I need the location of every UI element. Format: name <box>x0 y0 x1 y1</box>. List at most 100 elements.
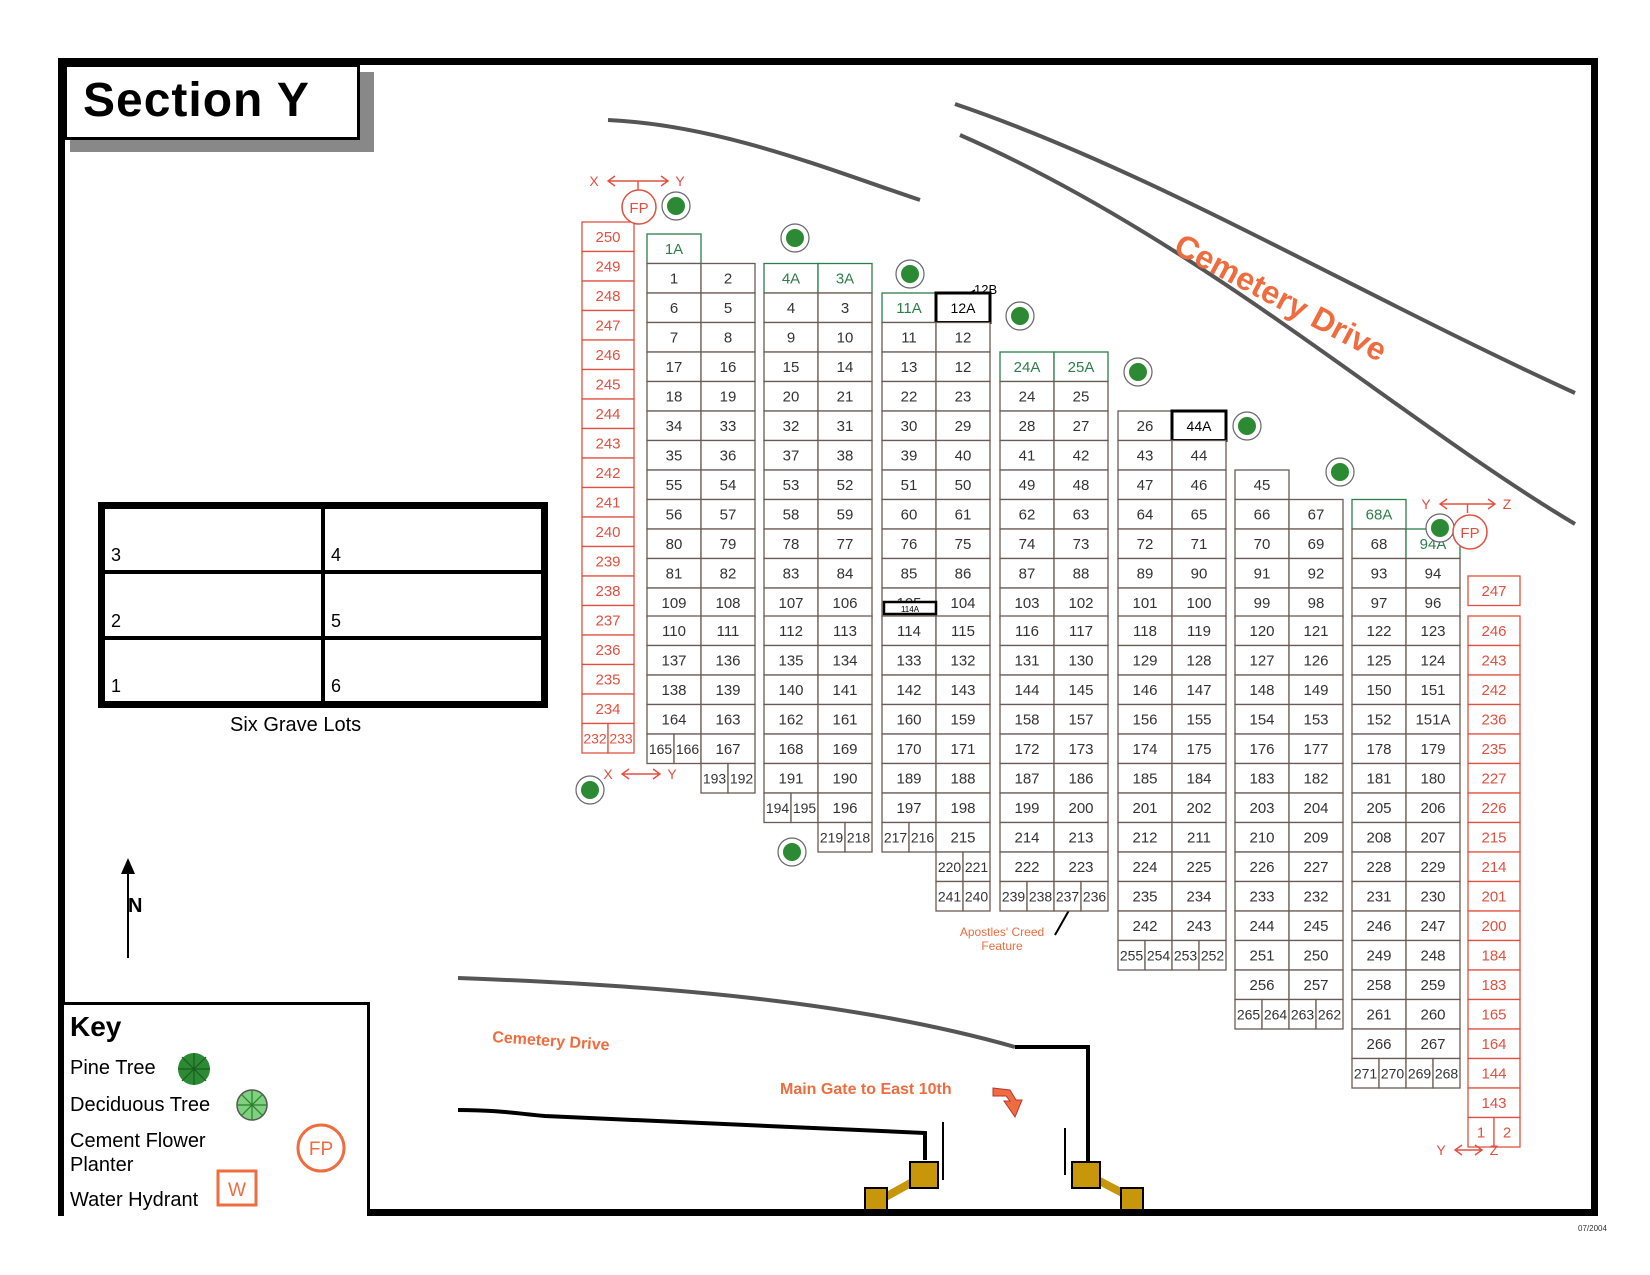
grave-plot[interactable] <box>817 792 873 824</box>
grave-plot[interactable] <box>962 880 991 912</box>
grave-plot[interactable] <box>763 733 819 765</box>
grave-plot[interactable] <box>935 498 991 530</box>
grave-plot-highlight[interactable] <box>934 291 992 324</box>
grave-plot[interactable] <box>881 498 937 530</box>
grave-plot[interactable] <box>763 439 819 471</box>
grave-plot[interactable] <box>881 557 937 589</box>
grave-plot[interactable] <box>763 292 819 324</box>
grave-plot[interactable] <box>1378 1057 1407 1089</box>
grave-plot[interactable] <box>935 380 991 412</box>
grave-plot[interactable] <box>935 528 991 560</box>
grave-plot[interactable] <box>1405 674 1461 706</box>
grave-plot[interactable] <box>999 792 1055 824</box>
grave-plot[interactable] <box>700 587 756 619</box>
grave-plot[interactable] <box>1117 703 1173 735</box>
grave-plot[interactable] <box>1467 615 1521 647</box>
grave-plot[interactable] <box>935 410 991 442</box>
grave-plot[interactable] <box>1467 644 1521 676</box>
grave-plot[interactable] <box>700 262 756 294</box>
grave-plot[interactable] <box>1405 1028 1461 1060</box>
grave-plot[interactable] <box>1117 939 1146 971</box>
grave-plot[interactable] <box>817 821 846 853</box>
grave-plot[interactable] <box>1288 733 1344 765</box>
grave-plot[interactable] <box>1405 910 1461 942</box>
grave-plot[interactable] <box>935 674 991 706</box>
grave-plot[interactable] <box>763 587 819 619</box>
grave-plot[interactable] <box>1288 792 1344 824</box>
grave-plot[interactable] <box>1261 998 1290 1030</box>
grave-plot[interactable] <box>817 674 873 706</box>
grave-plot[interactable] <box>1117 762 1173 794</box>
grave-plot[interactable] <box>817 262 873 294</box>
grave-plot[interactable] <box>881 792 937 824</box>
grave-plot[interactable] <box>700 762 729 794</box>
grave-plot[interactable] <box>881 469 937 501</box>
grave-plot[interactable] <box>763 674 819 706</box>
grave-plot[interactable] <box>581 309 635 341</box>
grave-plot[interactable] <box>817 380 873 412</box>
grave-plot[interactable] <box>935 469 991 501</box>
grave-plot[interactable] <box>581 634 635 666</box>
grave-plot[interactable] <box>790 792 819 824</box>
grave-plot[interactable] <box>1171 821 1227 853</box>
grave-plot[interactable] <box>1288 587 1344 619</box>
grave-plot[interactable] <box>1467 880 1521 912</box>
grave-plot[interactable] <box>881 821 910 853</box>
grave-plot[interactable] <box>1467 762 1521 794</box>
grave-plot[interactable] <box>1171 851 1227 883</box>
grave-plot[interactable] <box>1467 969 1521 1001</box>
grave-plot[interactable] <box>646 528 702 560</box>
grave-plot[interactable] <box>1467 1116 1495 1148</box>
grave-plot[interactable] <box>700 674 756 706</box>
grave-plot[interactable] <box>1288 644 1344 676</box>
grave-plot[interactable] <box>673 733 702 765</box>
grave-plot[interactable] <box>1467 851 1521 883</box>
grave-plot[interactable] <box>1288 821 1344 853</box>
grave-plot[interactable] <box>581 516 635 548</box>
grave-plot-highlight[interactable] <box>1170 409 1228 442</box>
grave-plot[interactable] <box>581 280 635 312</box>
grave-plot[interactable] <box>581 339 635 371</box>
grave-plot[interactable] <box>999 528 1055 560</box>
grave-plot[interactable] <box>1351 792 1407 824</box>
grave-plot[interactable] <box>1080 880 1109 912</box>
grave-plot[interactable] <box>1053 528 1109 560</box>
grave-plot[interactable] <box>881 351 937 383</box>
grave-plot[interactable] <box>763 792 792 824</box>
grave-plot[interactable] <box>1053 880 1082 912</box>
grave-plot[interactable] <box>1171 880 1227 912</box>
grave-plot[interactable] <box>1405 587 1461 619</box>
grave-plot[interactable] <box>1351 674 1407 706</box>
grave-plot[interactable] <box>881 615 937 647</box>
grave-plot[interactable] <box>1288 939 1344 971</box>
grave-plot[interactable] <box>999 615 1055 647</box>
grave-plot[interactable] <box>999 703 1055 735</box>
grave-plot[interactable] <box>881 292 937 324</box>
grave-plot[interactable] <box>1053 703 1109 735</box>
grave-plot[interactable] <box>1493 1116 1521 1148</box>
grave-plot[interactable] <box>646 321 702 353</box>
grave-plot[interactable] <box>1053 557 1109 589</box>
grave-plot[interactable] <box>1288 498 1344 530</box>
grave-plot[interactable] <box>1171 587 1227 619</box>
grave-plot[interactable] <box>1351 939 1407 971</box>
grave-plot[interactable] <box>581 486 635 518</box>
grave-plot[interactable] <box>1288 969 1344 1001</box>
grave-plot[interactable] <box>1288 528 1344 560</box>
grave-plot[interactable] <box>1351 1028 1407 1060</box>
grave-plot[interactable] <box>999 733 1055 765</box>
grave-plot[interactable] <box>1288 910 1344 942</box>
grave-plot[interactable] <box>646 439 702 471</box>
grave-plot[interactable] <box>646 410 702 442</box>
grave-plot[interactable] <box>700 321 756 353</box>
grave-plot[interactable] <box>1467 575 1521 607</box>
grave-plot[interactable] <box>935 792 991 824</box>
grave-plot[interactable] <box>1351 498 1407 530</box>
grave-plot[interactable] <box>1351 880 1407 912</box>
grave-plot[interactable] <box>1171 792 1227 824</box>
grave-plot[interactable] <box>700 615 756 647</box>
grave-plot[interactable] <box>935 733 991 765</box>
grave-plot[interactable] <box>1405 703 1461 735</box>
grave-plot[interactable] <box>817 410 873 442</box>
grave-plot[interactable] <box>1351 644 1407 676</box>
